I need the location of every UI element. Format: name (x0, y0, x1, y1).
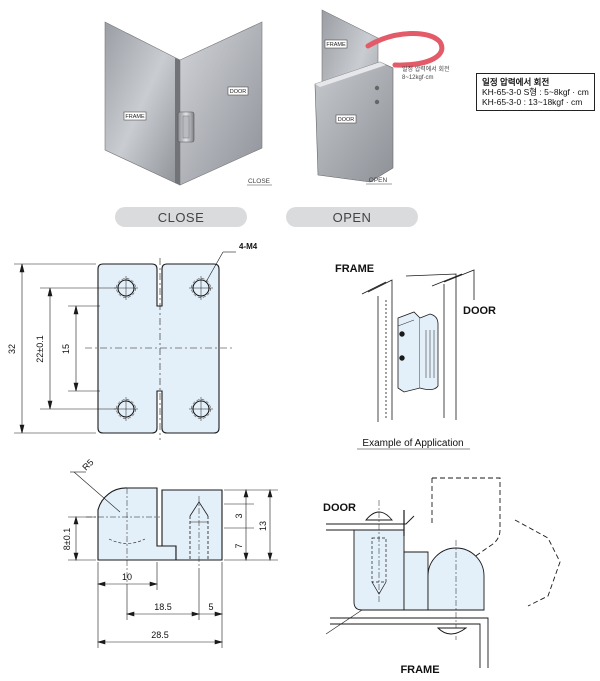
open-caption: OPEN (369, 177, 388, 184)
front-view-drawing (85, 258, 232, 440)
torque-spec-box: 일정 압력에서 회전 KH-65-3-0 S형 : 5~8kgf · cm KH… (476, 73, 595, 111)
radius-label: R5 (80, 457, 95, 472)
section-door-label: DOOR (323, 502, 356, 514)
close-door-label: DOOR (230, 89, 247, 95)
section-view-drawing (325, 477, 561, 668)
dim-height-side: 8±0.1 (62, 528, 72, 550)
close-frame-label: FRAME (125, 114, 145, 120)
rotation-arc-icon (365, 31, 445, 68)
application-door-label: DOOR (463, 305, 496, 317)
open-door-label: DOOR (338, 117, 355, 123)
dim-height-total: 32 (7, 344, 17, 354)
dim-18-5: 18.5 (154, 602, 172, 612)
dim-7: 7 (234, 543, 244, 548)
close-caption: CLOSE (248, 178, 271, 185)
spec-title: 일정 압력에서 회전 (482, 77, 550, 87)
section-frame-label: FRAME (400, 664, 439, 676)
dim-13: 13 (258, 521, 268, 531)
dim-5: 5 (208, 602, 213, 612)
spec-line-1: KH-65-3-0 S형 : 5~8kgf · cm (482, 87, 589, 97)
dim-hole-spacing: 22±0.1 (35, 335, 45, 362)
side-view-dimensions (68, 471, 278, 648)
open-illustration: FRAME DOOR 일정 압력에서 회전 8~12kgf·cm OPEN (314, 9, 450, 185)
front-view-dimensions (14, 251, 236, 434)
hole-callout: 4-M4 (239, 242, 258, 251)
dim-28-5: 28.5 (151, 630, 169, 640)
side-view-drawing (86, 487, 223, 582)
application-caption: Example of Application (362, 438, 463, 449)
open-frame-label: FRAME (326, 42, 346, 48)
close-illustration: FRAME DOOR CLOSE (104, 21, 272, 186)
application-frame-label: FRAME (335, 263, 374, 275)
open-button[interactable]: OPEN (286, 207, 418, 227)
dim-3: 3 (234, 513, 244, 518)
application-drawing (361, 269, 475, 422)
dim-inner: 15 (61, 344, 71, 354)
rotation-note-line2: 8~12kgf·cm (402, 75, 434, 81)
spec-line-2: KH-65-3-0 : 13~18kgf · cm (482, 97, 583, 107)
dim-10: 10 (122, 572, 132, 582)
close-button[interactable]: CLOSE (115, 207, 247, 227)
rotation-note-line1: 일정 압력에서 회전 (402, 65, 450, 73)
